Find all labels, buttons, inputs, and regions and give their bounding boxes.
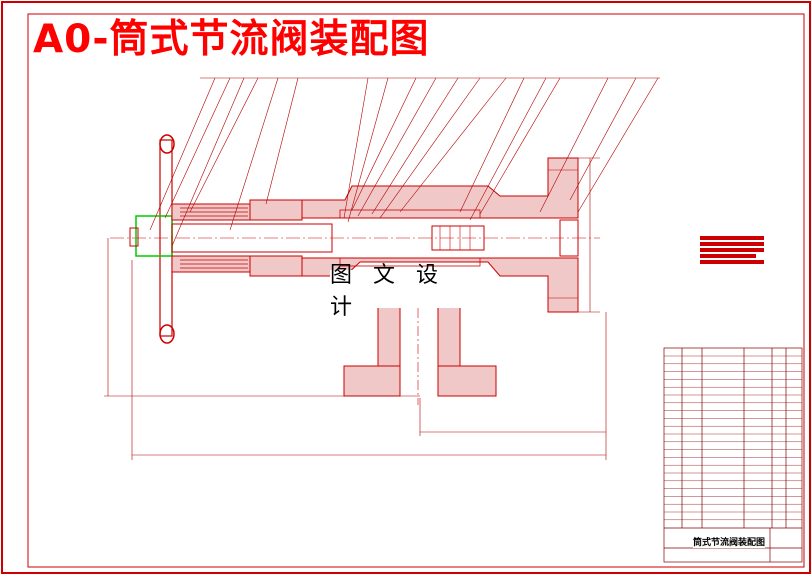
handwheel [129,134,175,344]
part-leaders [149,77,660,247]
technical-notes [700,236,764,264]
title-block-name: 筒式节流阀装配图 [693,535,766,548]
handwheel-hub [135,215,173,257]
parts-list-rows [664,355,802,520]
bonnet-assembly [171,199,333,277]
parts-list-table [663,347,803,563]
drawing-title: A0-筒式节流阀装配图 [33,17,430,62]
watermark-text: 图 文 设 计 [330,263,478,320]
dimension-lines [104,157,607,460]
inner-border [27,13,805,568]
